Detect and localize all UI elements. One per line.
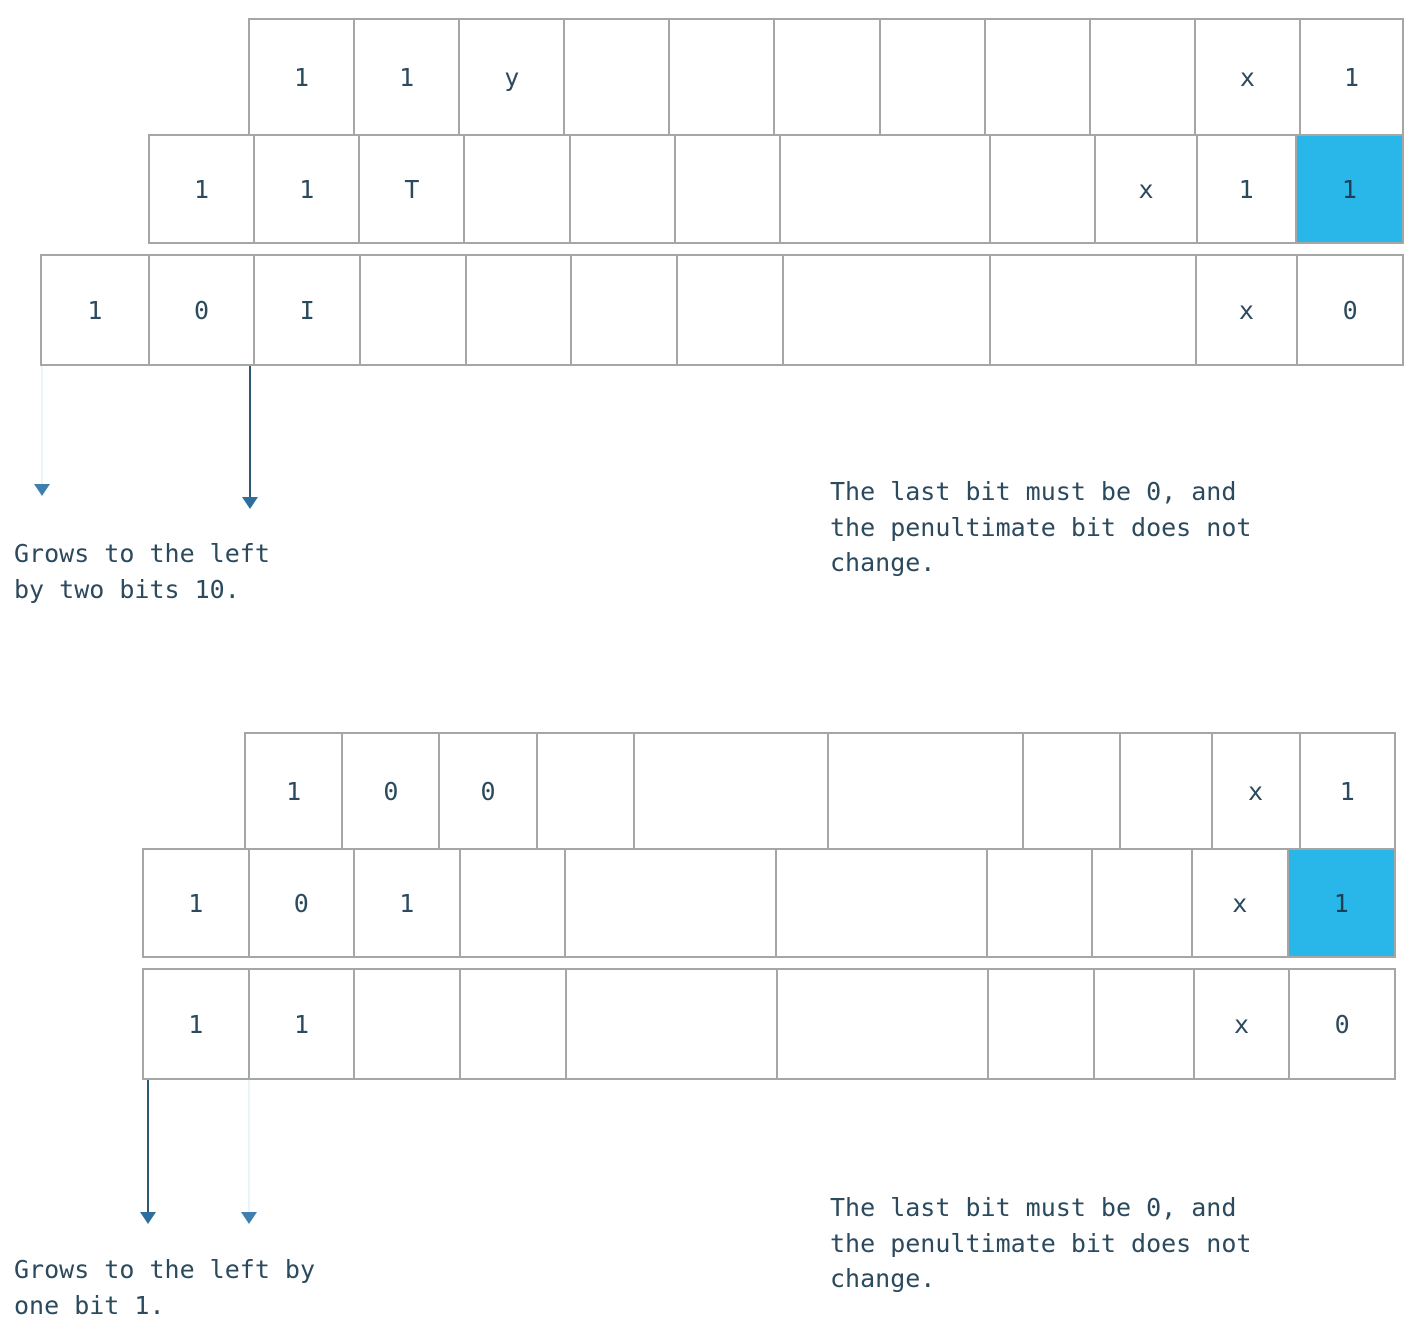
caption-left-top: Grows to the left by two bits 10. [14, 539, 270, 604]
bit-cell[interactable] [361, 256, 467, 364]
bit-row-bottom-2: 1 0 1 x 1 [142, 848, 1396, 958]
bit-cell[interactable] [1024, 734, 1121, 848]
bit-cell[interactable] [355, 970, 461, 1078]
bit-cell[interactable]: 1 [255, 136, 361, 242]
grow-arrow-dark-top [242, 366, 258, 511]
bit-cell[interactable]: x [1196, 20, 1301, 134]
bit-cell[interactable]: x [1096, 136, 1198, 242]
bit-cell[interactable]: 1 [355, 850, 461, 956]
bit-cell[interactable]: I [255, 256, 362, 364]
bit-cell[interactable]: 1 [1343, 62, 1360, 92]
bit-cell[interactable]: 1 [1339, 776, 1355, 806]
bit-cell[interactable] [991, 136, 1097, 242]
bit-cell[interactable]: 0 [1342, 295, 1358, 325]
bit-cell[interactable] [571, 136, 676, 242]
bit-row-top-3: 1 0 I x 0 [40, 254, 1404, 366]
bit-cell[interactable] [986, 20, 1091, 134]
bit-cell[interactable]: x [1195, 970, 1291, 1078]
bit-cell[interactable]: x [1213, 734, 1301, 848]
caption-left-bottom: Grows to the left by one bit 1. [14, 1255, 316, 1320]
bit-cell[interactable]: y [460, 20, 566, 134]
bit-cell[interactable] [1121, 734, 1213, 848]
bit-row-top-1: 1 1 y x 1 [248, 18, 1404, 136]
bit-cell[interactable] [461, 850, 566, 956]
bit-cell[interactable] [678, 256, 784, 364]
bit-cell[interactable] [775, 20, 881, 134]
bit-cell[interactable] [567, 970, 778, 1078]
bit-cell-highlighted[interactable]: 1 [1296, 136, 1402, 242]
bit-cell[interactable]: 0 [250, 850, 355, 956]
bit-row-bottom-3: 1 1 x 0 [142, 968, 1396, 1080]
bit-cell[interactable] [461, 970, 567, 1078]
bit-cell[interactable] [991, 256, 1197, 364]
bit-cell[interactable]: 0 [150, 256, 256, 364]
bit-row-top-2: 1 1 T x 1 1 [148, 134, 1404, 244]
bit-cell[interactable]: 1 [144, 970, 250, 1078]
bit-cell[interactable]: 1 [144, 850, 250, 956]
bit-cell[interactable] [538, 734, 635, 848]
bit-cell[interactable] [1093, 850, 1193, 956]
bit-cell[interactable]: 1 [246, 734, 344, 848]
bit-cell[interactable]: 1 [250, 20, 356, 134]
bit-cell[interactable] [566, 850, 777, 956]
bit-cell[interactable] [989, 970, 1095, 1078]
bit-cell-highlighted[interactable]: 1 [1288, 850, 1395, 956]
caption-right-bottom: The last bit must be 0, and the penultim… [830, 1193, 1252, 1293]
bit-cell[interactable] [572, 256, 679, 364]
bit-cell[interactable] [1091, 20, 1196, 134]
bit-cell[interactable]: T [360, 136, 466, 242]
bit-cell[interactable] [881, 20, 986, 134]
bit-cell[interactable]: 0 [343, 734, 441, 848]
bit-cell[interactable]: x [1193, 850, 1289, 956]
bit-cell[interactable] [635, 734, 830, 848]
bit-cell[interactable] [676, 136, 781, 242]
bit-cell[interactable]: 1 [250, 970, 356, 1078]
bit-cell[interactable] [565, 20, 671, 134]
caption-right-top: The last bit must be 0, and the penultim… [830, 477, 1252, 577]
bit-cell[interactable]: x [1197, 256, 1299, 364]
bit-cell[interactable] [670, 20, 776, 134]
bit-cell[interactable]: 1 [1198, 136, 1297, 242]
bit-cell[interactable] [781, 136, 992, 242]
bit-cell[interactable] [778, 970, 990, 1078]
bit-cell[interactable] [777, 850, 988, 956]
bit-cell[interactable]: 0 [440, 734, 538, 848]
bit-cell[interactable] [784, 256, 992, 364]
bit-cell[interactable] [1095, 970, 1195, 1078]
bit-cell[interactable]: 0 [1334, 1009, 1350, 1039]
bit-cell[interactable] [467, 256, 573, 364]
grow-arrow-dark-bottom [140, 1080, 156, 1226]
bit-cell[interactable]: 1 [42, 256, 150, 364]
grow-arrow-faint-bottom [241, 1080, 257, 1226]
grow-arrow-faint-top [34, 366, 50, 498]
bit-cell[interactable]: 1 [355, 20, 461, 134]
bit-cell[interactable]: 1 [150, 136, 256, 242]
bit-cell[interactable] [829, 734, 1024, 848]
bit-row-bottom-1: 1 0 0 x 1 [244, 732, 1396, 850]
bit-cell[interactable] [988, 850, 1094, 956]
bit-cell[interactable] [465, 136, 571, 242]
